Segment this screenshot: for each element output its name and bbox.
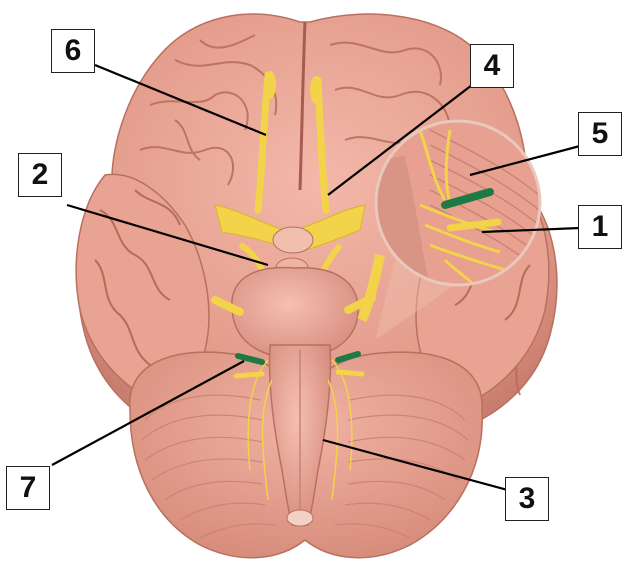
- label-text-7: 7: [20, 471, 37, 505]
- label-text-3: 3: [519, 482, 536, 516]
- label-box-5: 5: [578, 112, 622, 156]
- label-box-6: 6: [51, 29, 95, 73]
- label-text-5: 5: [592, 117, 609, 151]
- label-text-4: 4: [484, 49, 501, 83]
- label-box-2: 2: [18, 153, 62, 197]
- label-text-2: 2: [32, 158, 49, 192]
- label-box-3: 3: [505, 477, 549, 521]
- label-box-7: 7: [6, 466, 50, 510]
- label-box-4: 4: [470, 44, 514, 88]
- label-text-6: 6: [65, 34, 82, 68]
- label-text-1: 1: [592, 210, 609, 244]
- label-box-1: 1: [578, 205, 622, 249]
